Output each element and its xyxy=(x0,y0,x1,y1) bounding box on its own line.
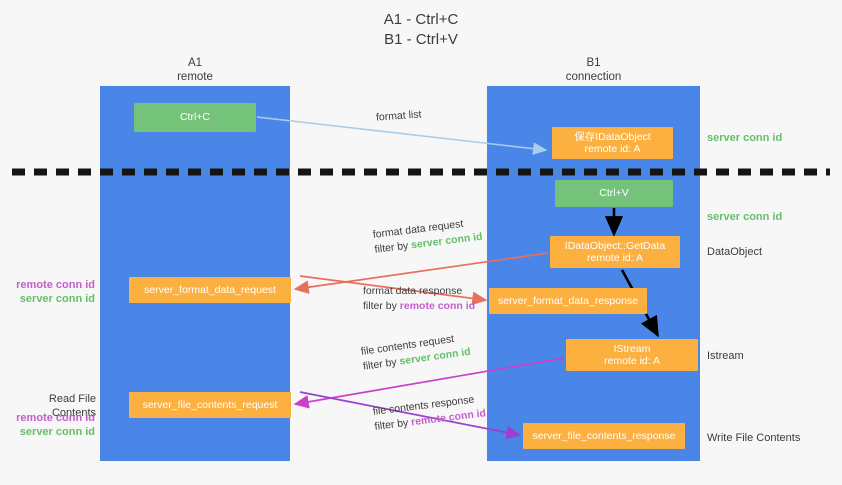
node-server-file-contents-request-label: server_file_contents_request xyxy=(142,398,278,411)
arrow-file-contents-request xyxy=(293,357,565,409)
annotation-istream: Istream xyxy=(707,350,744,362)
arrow-format-data-request xyxy=(293,252,549,294)
node-server-file-contents-request[interactable]: server_file_contents_request xyxy=(129,392,291,418)
annotation-dataobject: DataObject xyxy=(707,246,763,258)
node-getdata-line1: IDataObject::GetData xyxy=(564,239,666,252)
arrow-format-list xyxy=(256,116,548,155)
node-ctrl-v[interactable]: Ctrl+V xyxy=(555,180,673,207)
flow-label-format-data-response-filter-key: remote conn id xyxy=(399,300,476,312)
node-getdata-line2: remote id: A xyxy=(586,252,644,264)
flow-label-format-data-response: format data response filter by remote co… xyxy=(363,284,475,314)
node-istream-line1: IStream xyxy=(613,342,651,355)
flow-label-format-data-response-line1: format data response xyxy=(363,285,463,297)
node-save-idataobject[interactable]: 保存IDataObject remote id: A xyxy=(552,127,673,159)
annotation-write-file-contents: Write File Contents xyxy=(707,432,801,444)
annotation-server-conn-id-mid: server conn id xyxy=(707,211,783,223)
node-server-format-data-response[interactable]: server_format_data_response xyxy=(489,288,647,314)
annotation-server-conn-id: server conn id xyxy=(19,293,95,305)
arrow-file-contents-response xyxy=(299,391,522,440)
flow-label-format-list-line1: format list xyxy=(375,108,422,124)
annotation-read-file-contents: Read File Contents xyxy=(48,393,96,419)
node-save-idataobject-line1: 保存IDataObject xyxy=(574,130,651,143)
flow-label-format-data-request-filter-prefix: filter by xyxy=(373,239,412,256)
arrow-format-data-response xyxy=(299,275,488,306)
page-title: A1 - Ctrl+C B1 - Ctrl+V xyxy=(383,11,459,48)
flow-label-format-list: format list xyxy=(376,107,422,125)
node-server-format-data-request-label: server_format_data_request xyxy=(144,283,276,296)
node-ctrl-c-label: Ctrl+C xyxy=(179,111,211,124)
node-ctrl-v-label: Ctrl+V xyxy=(599,187,629,200)
node-server-file-contents-response[interactable]: server_file_contents_response xyxy=(523,423,685,449)
node-istream-line2: remote id: A xyxy=(603,355,661,367)
annotation-remote-conn-id-2: remote conn id xyxy=(16,412,95,424)
annotation-server-conn-id-top: server conn id xyxy=(707,132,783,144)
node-server-format-data-request[interactable]: server_format_data_request xyxy=(129,277,291,303)
node-getdata[interactable]: IDataObject::GetData remote id: A xyxy=(550,236,680,268)
annotation-server-conn-id-2: server conn id xyxy=(19,426,95,438)
annotation-conn-ids-file: remote conn id server conn id xyxy=(7,411,95,439)
node-istream[interactable]: IStream remote id: A xyxy=(566,339,698,371)
node-server-file-contents-response-label: server_file_contents_response xyxy=(532,429,676,442)
node-server-format-data-response-label: server_format_data_response xyxy=(497,294,639,307)
flow-label-file-contents-request-filter-prefix: filter by xyxy=(362,355,401,373)
lane-header-a1: A1 remote xyxy=(177,57,213,83)
flow-label-format-data-response-filter-prefix: filter by xyxy=(363,300,400,312)
node-save-idataobject-line2: remote id: A xyxy=(584,143,641,155)
node-ctrl-c[interactable]: Ctrl+C xyxy=(134,103,256,132)
flow-label-file-contents-response-filter-prefix: filter by xyxy=(373,416,412,433)
lane-header-b1: B1 connection xyxy=(565,57,622,83)
annotation-conn-ids-format: remote conn id server conn id xyxy=(7,278,95,306)
annotation-remote-conn-id: remote conn id xyxy=(16,279,95,291)
